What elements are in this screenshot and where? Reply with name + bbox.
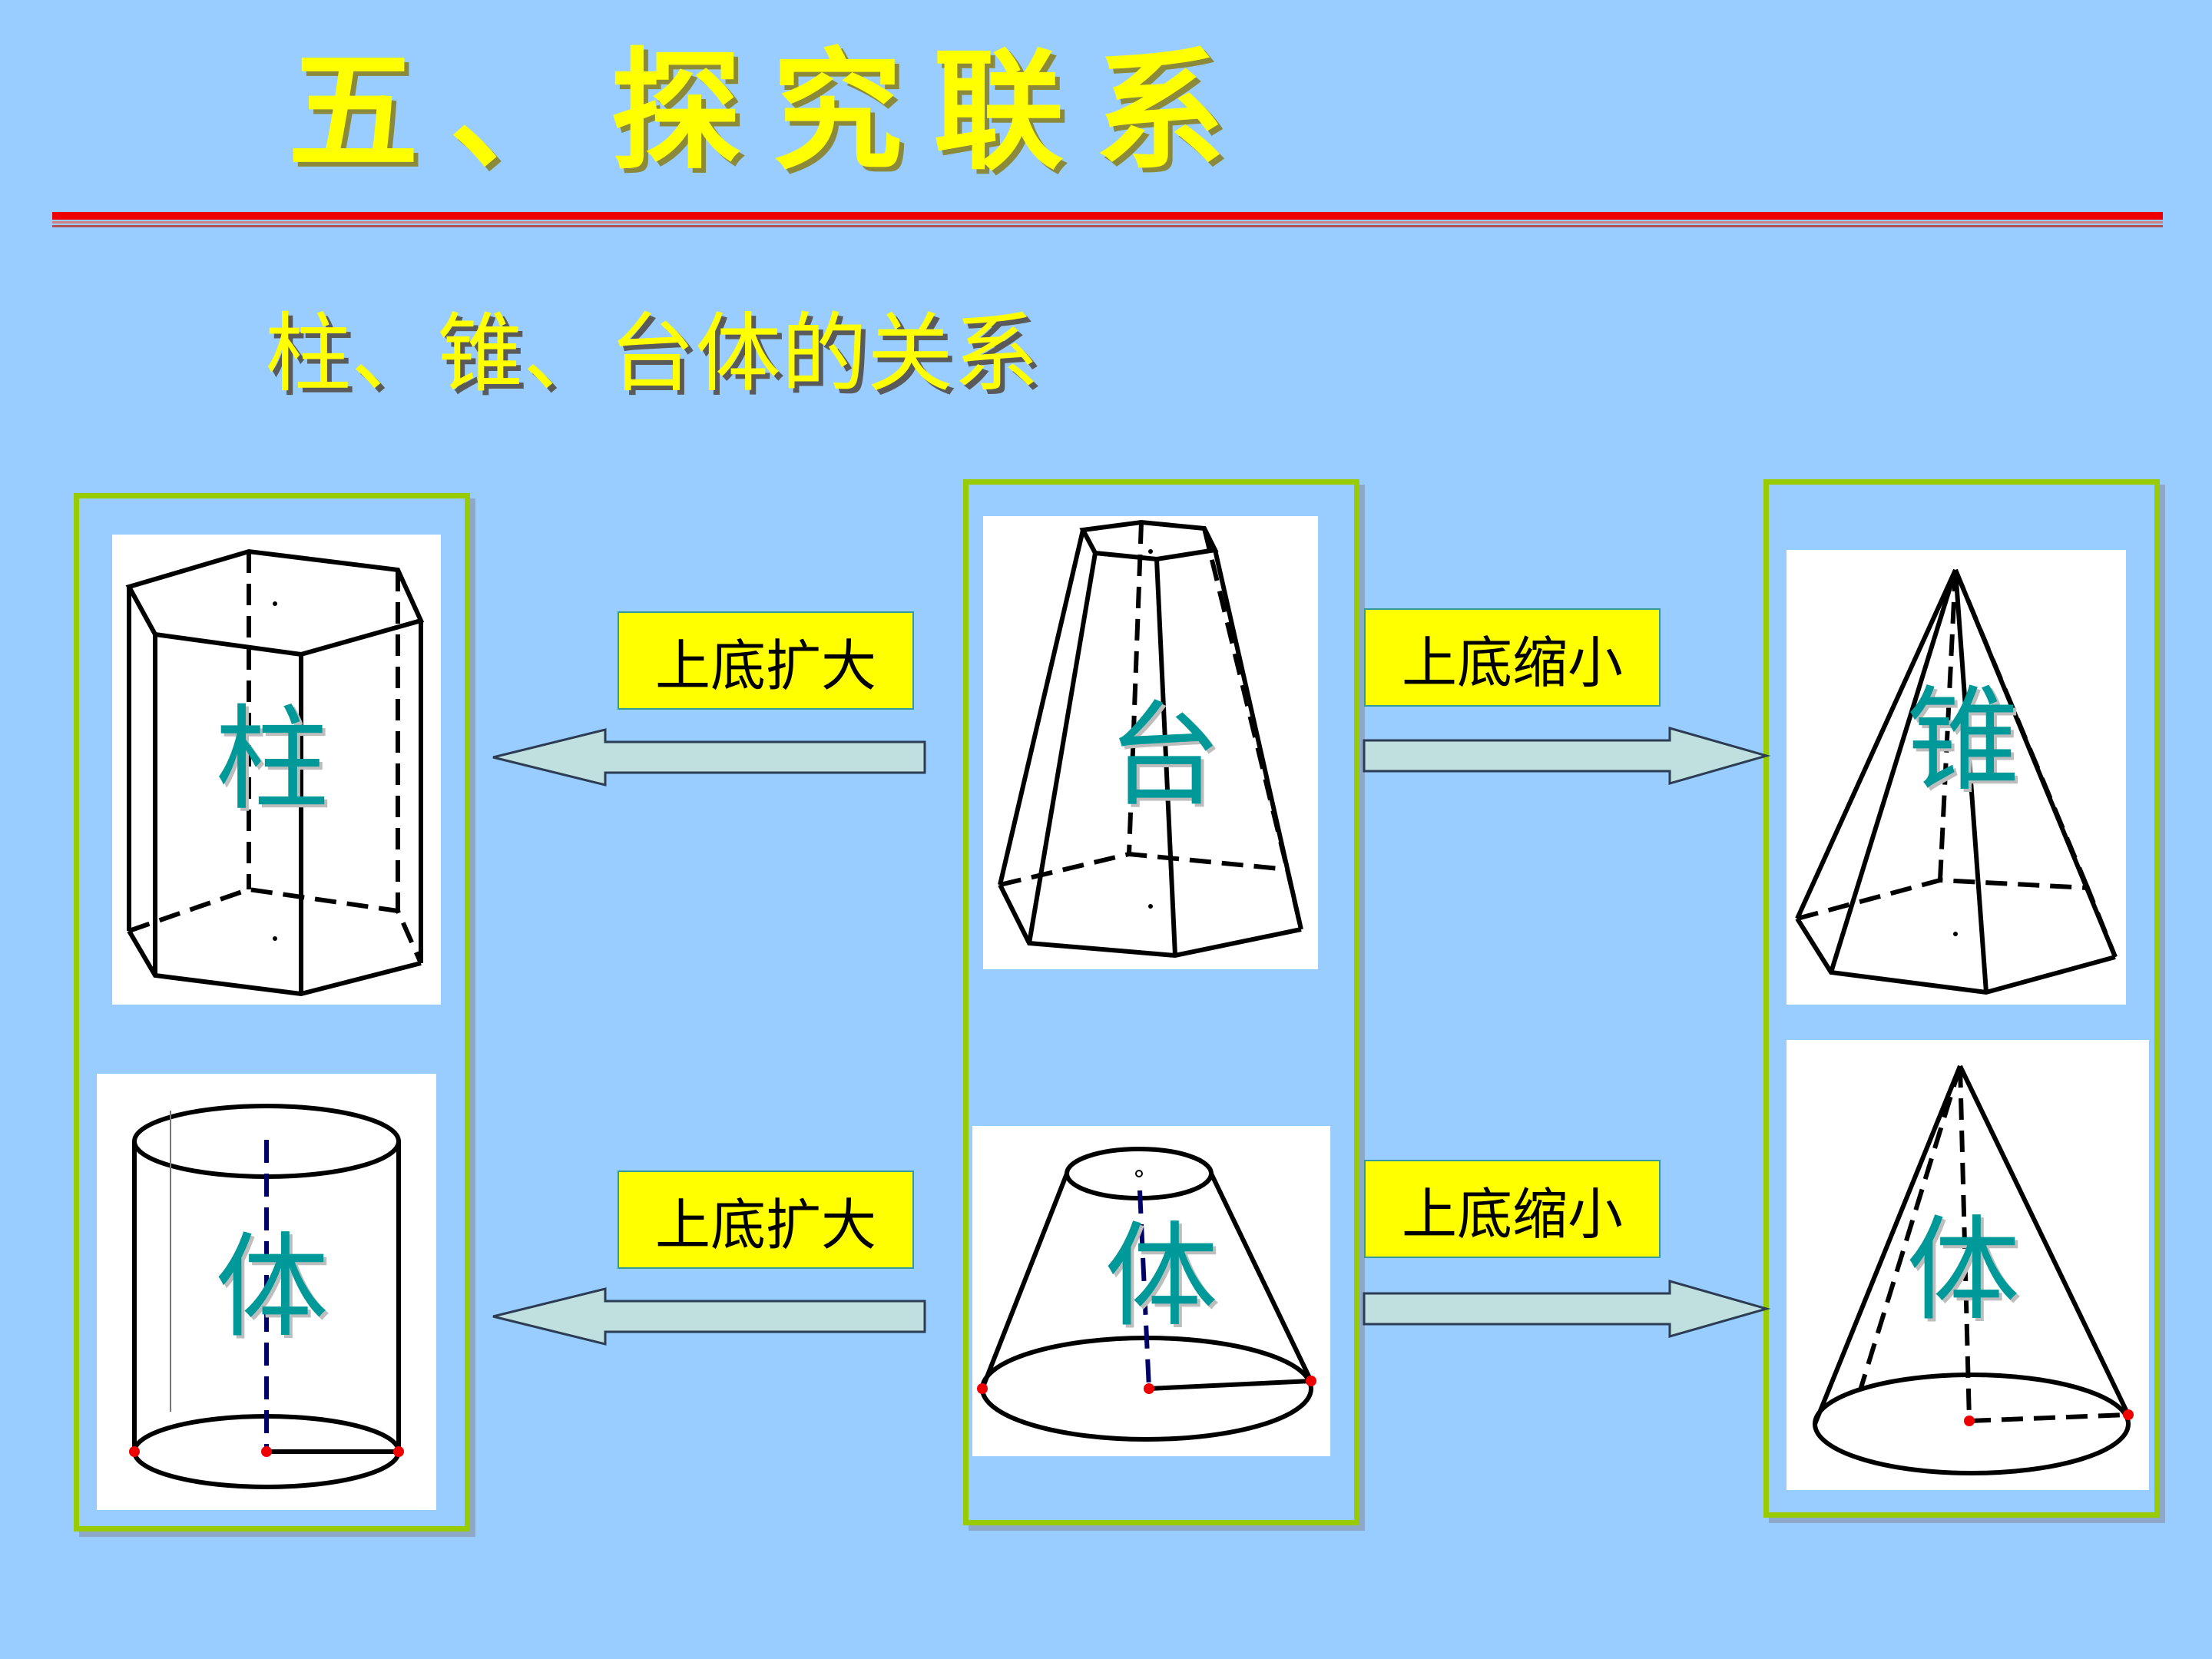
shrink-top-label-upper: 上底缩小 bbox=[1364, 608, 1661, 707]
frame-pyramid-cone bbox=[1763, 479, 2160, 1518]
frame-prism-cylinder bbox=[74, 493, 470, 1532]
label-cylinder: 体 bbox=[215, 1221, 329, 1353]
conical-frustum-icon bbox=[977, 1147, 1316, 1442]
label-prism: 柱 bbox=[215, 694, 329, 826]
frame-frustum bbox=[963, 479, 1359, 1525]
panel-cylinder bbox=[97, 1074, 436, 1510]
enlarge-top-label-lower: 上底扩大 bbox=[618, 1171, 914, 1269]
left-arrow-lower bbox=[492, 1287, 926, 1346]
label-pyramid: 锥 bbox=[1906, 674, 2020, 806]
cylinder-icon bbox=[129, 1104, 404, 1489]
enlarge-top-label-upper: 上底扩大 bbox=[618, 611, 914, 710]
right-arrow-upper bbox=[1363, 727, 1771, 785]
panel-conical-frustum bbox=[972, 1126, 1330, 1456]
panel-hexagonal-prism bbox=[112, 535, 441, 1005]
left-arrow-upper bbox=[492, 728, 926, 786]
label-conical-frustum: 体 bbox=[1104, 1210, 1218, 1343]
pyramid-icon bbox=[1795, 568, 2118, 995]
panel-cone bbox=[1786, 1040, 2149, 1490]
page-title: 五、探究联系 bbox=[288, 35, 1257, 188]
title-divider bbox=[52, 212, 2163, 227]
pyramidal-frustum-icon bbox=[998, 519, 1303, 959]
label-cone: 体 bbox=[1906, 1204, 2020, 1336]
label-frustum: 台 bbox=[1108, 690, 1221, 822]
shrink-top-label-lower: 上底缩小 bbox=[1364, 1160, 1661, 1258]
panel-pyramidal-frustum bbox=[983, 516, 1318, 969]
right-arrow-lower bbox=[1363, 1280, 1771, 1338]
subtitle: 柱、锥、台体的关系 bbox=[265, 304, 1039, 404]
hexagonal-prism-icon bbox=[125, 548, 425, 997]
cone-icon bbox=[1813, 1065, 2134, 1475]
panel-pyramid bbox=[1786, 550, 2126, 1005]
